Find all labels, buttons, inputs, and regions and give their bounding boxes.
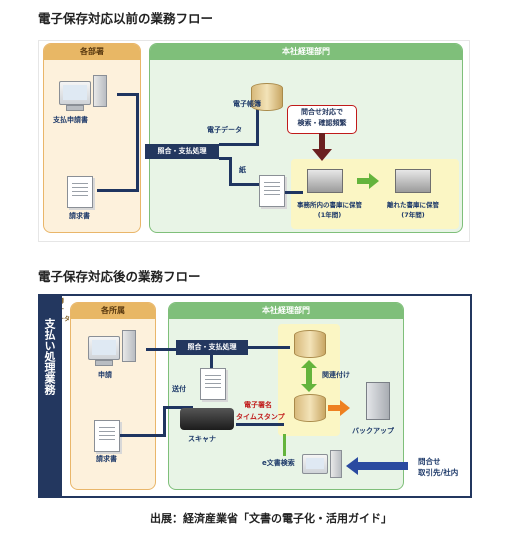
before-dept-panel-title: 各部署 [44,44,140,60]
connector-line [229,157,232,185]
down-arrowhead-icon [312,149,332,161]
paper-document-icon [259,175,285,207]
search-label: e文書検索 [262,459,295,467]
connector-line [256,109,259,146]
computer-tower-icon [93,75,107,107]
send-label: 送付 [172,385,186,393]
down-arrow-icon [319,133,325,151]
linking-label: 関連付け [322,371,350,379]
after-heading: 電子保存対応後の業務フロー [38,269,201,284]
right-arrow-icon [357,178,371,184]
after-hq-panel-title: 本社経理部門 [169,303,403,319]
right-arrowhead-icon [369,173,379,189]
connector-line [163,406,166,437]
reconcile-process-box: 照合・支払処理 [176,340,248,355]
paper-label: 紙 [239,166,246,174]
connector-line [97,189,139,192]
connector-line [219,143,259,146]
backup-arrow-icon [328,405,342,411]
link-arrowhead-up-icon [301,360,317,368]
inquiry-arrow-icon [358,462,408,470]
computer-base-icon [95,360,113,366]
electronic-ledger-label: 電子帳簿 [233,100,261,108]
before-heading: 電子保存対応以前の業務フロー [38,11,214,26]
before-diagram: 各部署 本社経理部門 支払申請書 請求書 照合・支払処理 電子帳簿 電子データ … [38,40,470,242]
link-arrow-icon [306,366,312,386]
connector-line [163,406,193,409]
computer-tower-icon [122,330,136,362]
connector-line [136,93,139,153]
application-label: 申請 [98,371,112,379]
electronic-data-label: 電子データ [207,126,242,134]
connector-line [136,153,139,192]
storage-cabinet-icon [307,169,343,193]
database-icon [251,83,283,111]
source-caption: 出展：経済産業省「文書の電子化・活用ガイド」 [150,512,392,525]
computer-icon [59,81,91,105]
invoice-label: 請求書 [96,455,117,463]
link-arrowhead-down-icon [301,384,317,392]
invoice-label: 請求書 [69,212,90,220]
connector-line [219,157,231,160]
after-dept-panel-title: 各所属 [71,303,155,319]
connector-line [285,191,303,194]
search-computer-icon [302,454,328,474]
invoice-document-icon [94,420,120,452]
backup-label: バックアップ [352,427,394,435]
payment-request-label: 支払申請書 [53,116,88,124]
side-label: 支払い処理業務 [43,318,56,395]
office-storage-label: 事務所内の書庫に保管 (1年間) [297,201,362,219]
backup-arrowhead-icon [340,400,350,416]
esign-label: 電子署名 [244,401,272,409]
connector-line [117,93,139,96]
scanned-database-icon [294,394,326,422]
connector-line [248,346,290,349]
connector-line [120,434,166,437]
connector-line [146,348,176,351]
invoice-document-icon [67,176,93,208]
timestamp-label: タイムスタンプ [236,413,285,421]
scanner-label: スキャナ [188,435,216,443]
remote-storage-label: 離れた書庫に保管 (7年間) [387,201,439,219]
after-dept-panel: 各所属 [70,302,156,490]
inquiry-box: 問合せ対応で 検索・確認頻繁 [287,105,357,134]
side-label-bar [40,296,62,496]
backup-server-icon [366,382,390,420]
computer-base-icon [66,105,84,111]
search-computer-tower-icon [330,450,342,478]
scanner-icon [180,408,234,430]
before-hq-panel-title: 本社経理部門 [150,44,462,60]
inquiry-label: 問合せ 取引先/社内 [418,457,459,477]
connector-line [236,423,284,426]
after-diagram: 支払い処理業務 各所属 本社経理部門 申請 請求書 照合・支払処理 送付 スキャ… [38,294,472,498]
inquiry-arrowhead-icon [346,457,358,475]
search-up-arrow-icon [283,434,286,456]
computer-icon [88,336,120,360]
remote-cabinet-icon [395,169,431,193]
connector-line [229,183,269,186]
scanned-document-icon [200,368,226,400]
reconcile-process-box: 照合・支払処理 [145,144,219,159]
ledger-database-icon [294,330,326,358]
